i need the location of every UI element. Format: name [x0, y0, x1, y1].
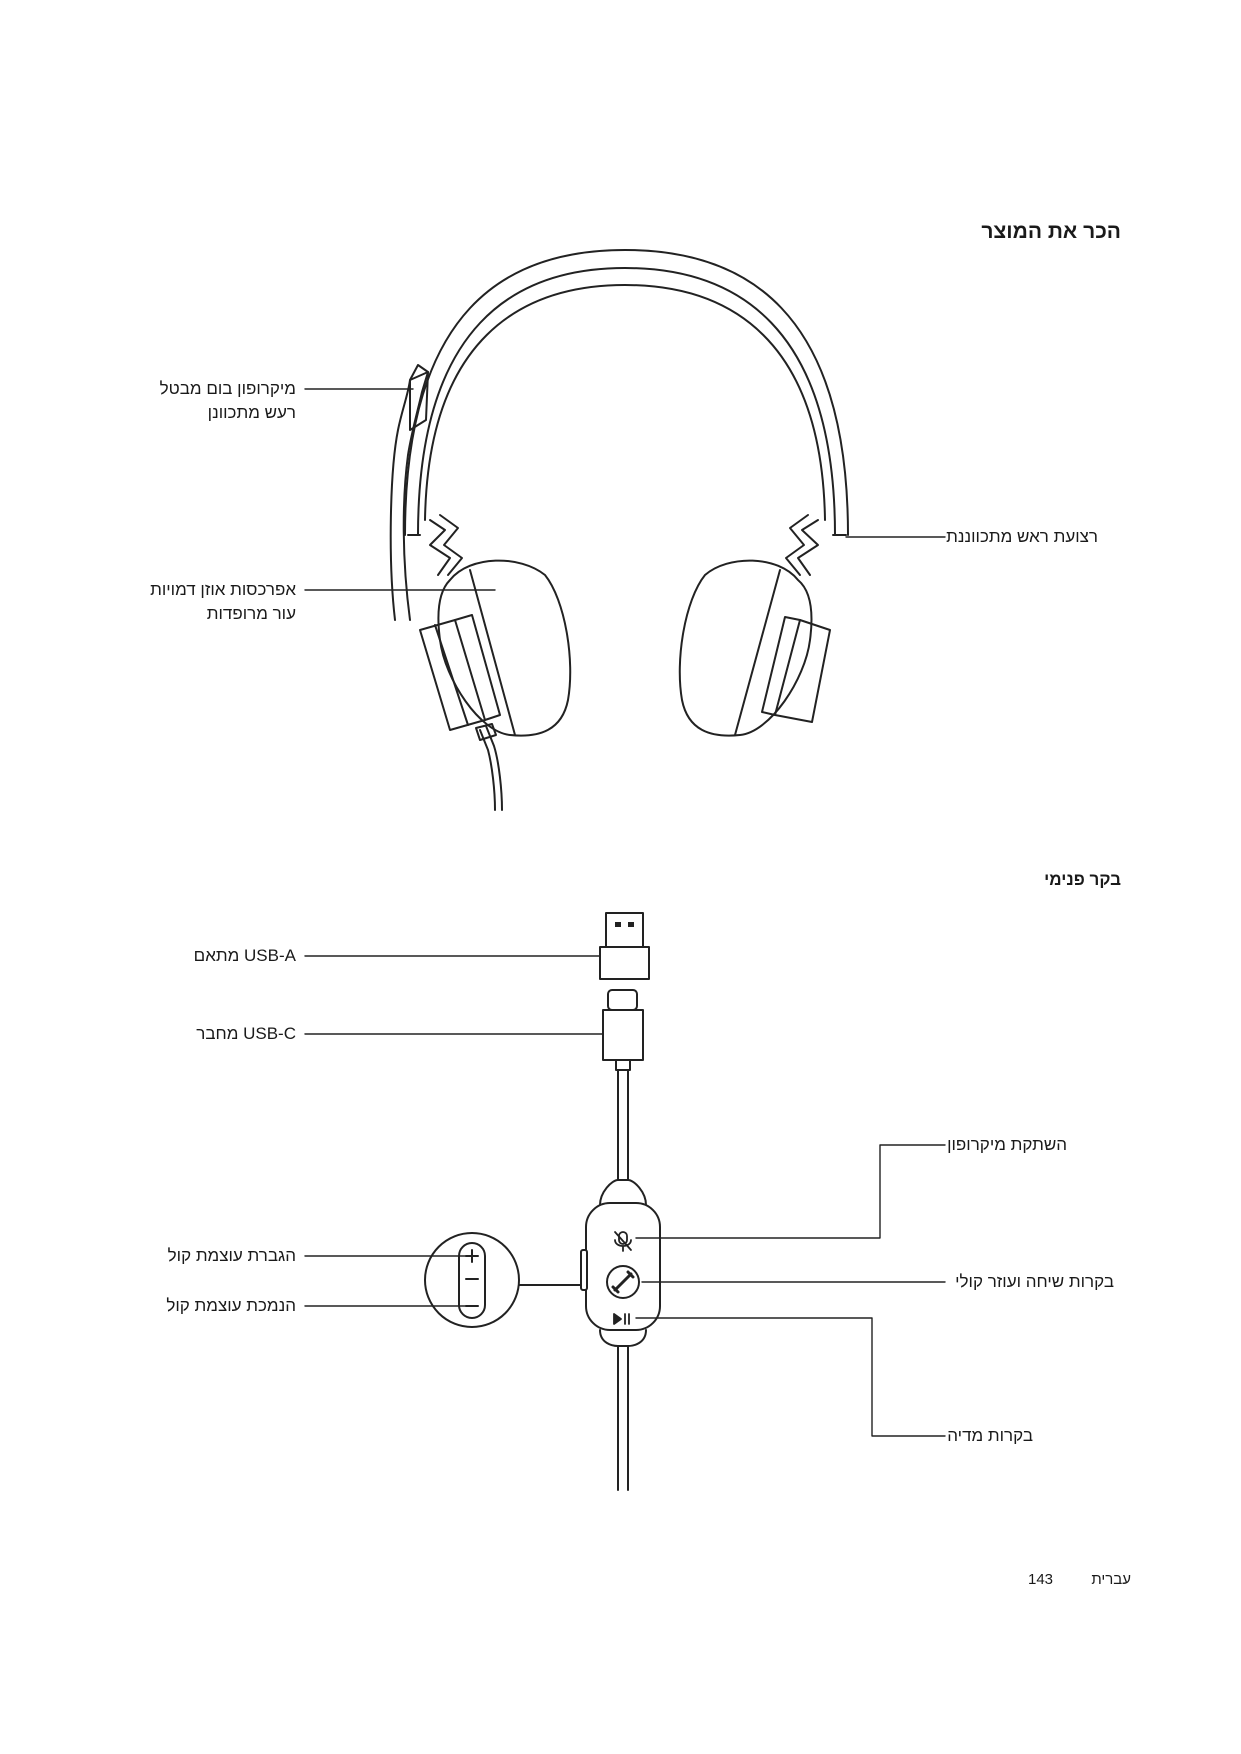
right-ear-cushion [678, 559, 813, 737]
section-title: הכר את המוצר [981, 220, 1121, 243]
label-mic-mute: השתקת מיקרופון [947, 1135, 1067, 1154]
label-ear-cushions-line1: אפרכסות אוזן דמויות [150, 580, 296, 599]
volume-buttons-zoom [424, 1232, 582, 1328]
footer-page-number: 143 [1028, 1571, 1054, 1588]
headband-inner [417, 267, 836, 536]
left-ear-cushion [437, 559, 572, 737]
headset-illustration [389, 249, 849, 811]
volume-up-icon [465, 1249, 479, 1263]
mic-mute-icon [614, 1231, 632, 1252]
label-ear-cushions-line2: עור מרופדות [206, 604, 296, 623]
label-volume-up: הגברת עוצמת קול [167, 1246, 296, 1265]
play-pause-icon [613, 1313, 630, 1325]
headband-outer [404, 249, 849, 536]
label-media-controls: בקרות מדיה [947, 1426, 1033, 1445]
label-volume-down: הנמכת עוצמת קול [166, 1296, 296, 1315]
boom-mic [389, 364, 429, 621]
label-boom-mic-line1: מיקרופון בום מבטל [159, 379, 296, 398]
subsection-title: בקר פנימי [1044, 870, 1121, 889]
call-button-icon [606, 1265, 640, 1299]
label-usb-c: USB-C מחבר [196, 1024, 296, 1043]
label-call-button: בקרות שיחה ועוזר קולי [955, 1272, 1114, 1291]
usb-c-connector [602, 989, 644, 1071]
label-headband: רצועת ראש מתכווננת [946, 527, 1098, 546]
right-ear-housing [774, 619, 831, 723]
headset-cable [479, 729, 496, 811]
footer-language: עברית [1091, 1571, 1131, 1588]
inline-controller [580, 1179, 661, 1347]
usb-a-adapter [599, 912, 650, 980]
label-usb-a: USB-A מתאם [193, 946, 296, 965]
label-boom-mic-line2: רעש מתכוונן [207, 403, 296, 422]
leader-lines [304, 388, 946, 1437]
